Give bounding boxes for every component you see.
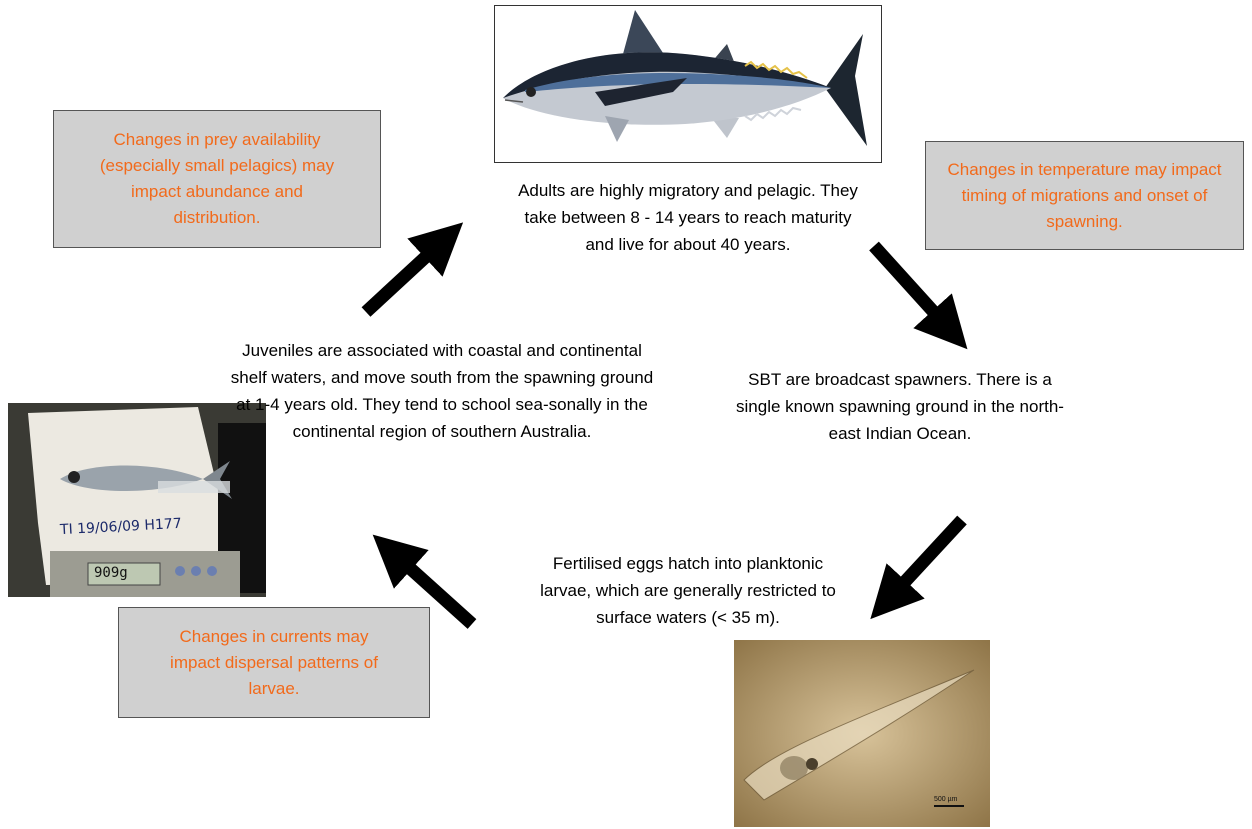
arrow-adult-to-spawning <box>874 246 950 330</box>
arrow-juvenile-to-adult <box>366 240 444 312</box>
arrow-larvae-to-juvenile <box>392 552 472 624</box>
arrow-spawning-to-larvae <box>888 520 962 600</box>
